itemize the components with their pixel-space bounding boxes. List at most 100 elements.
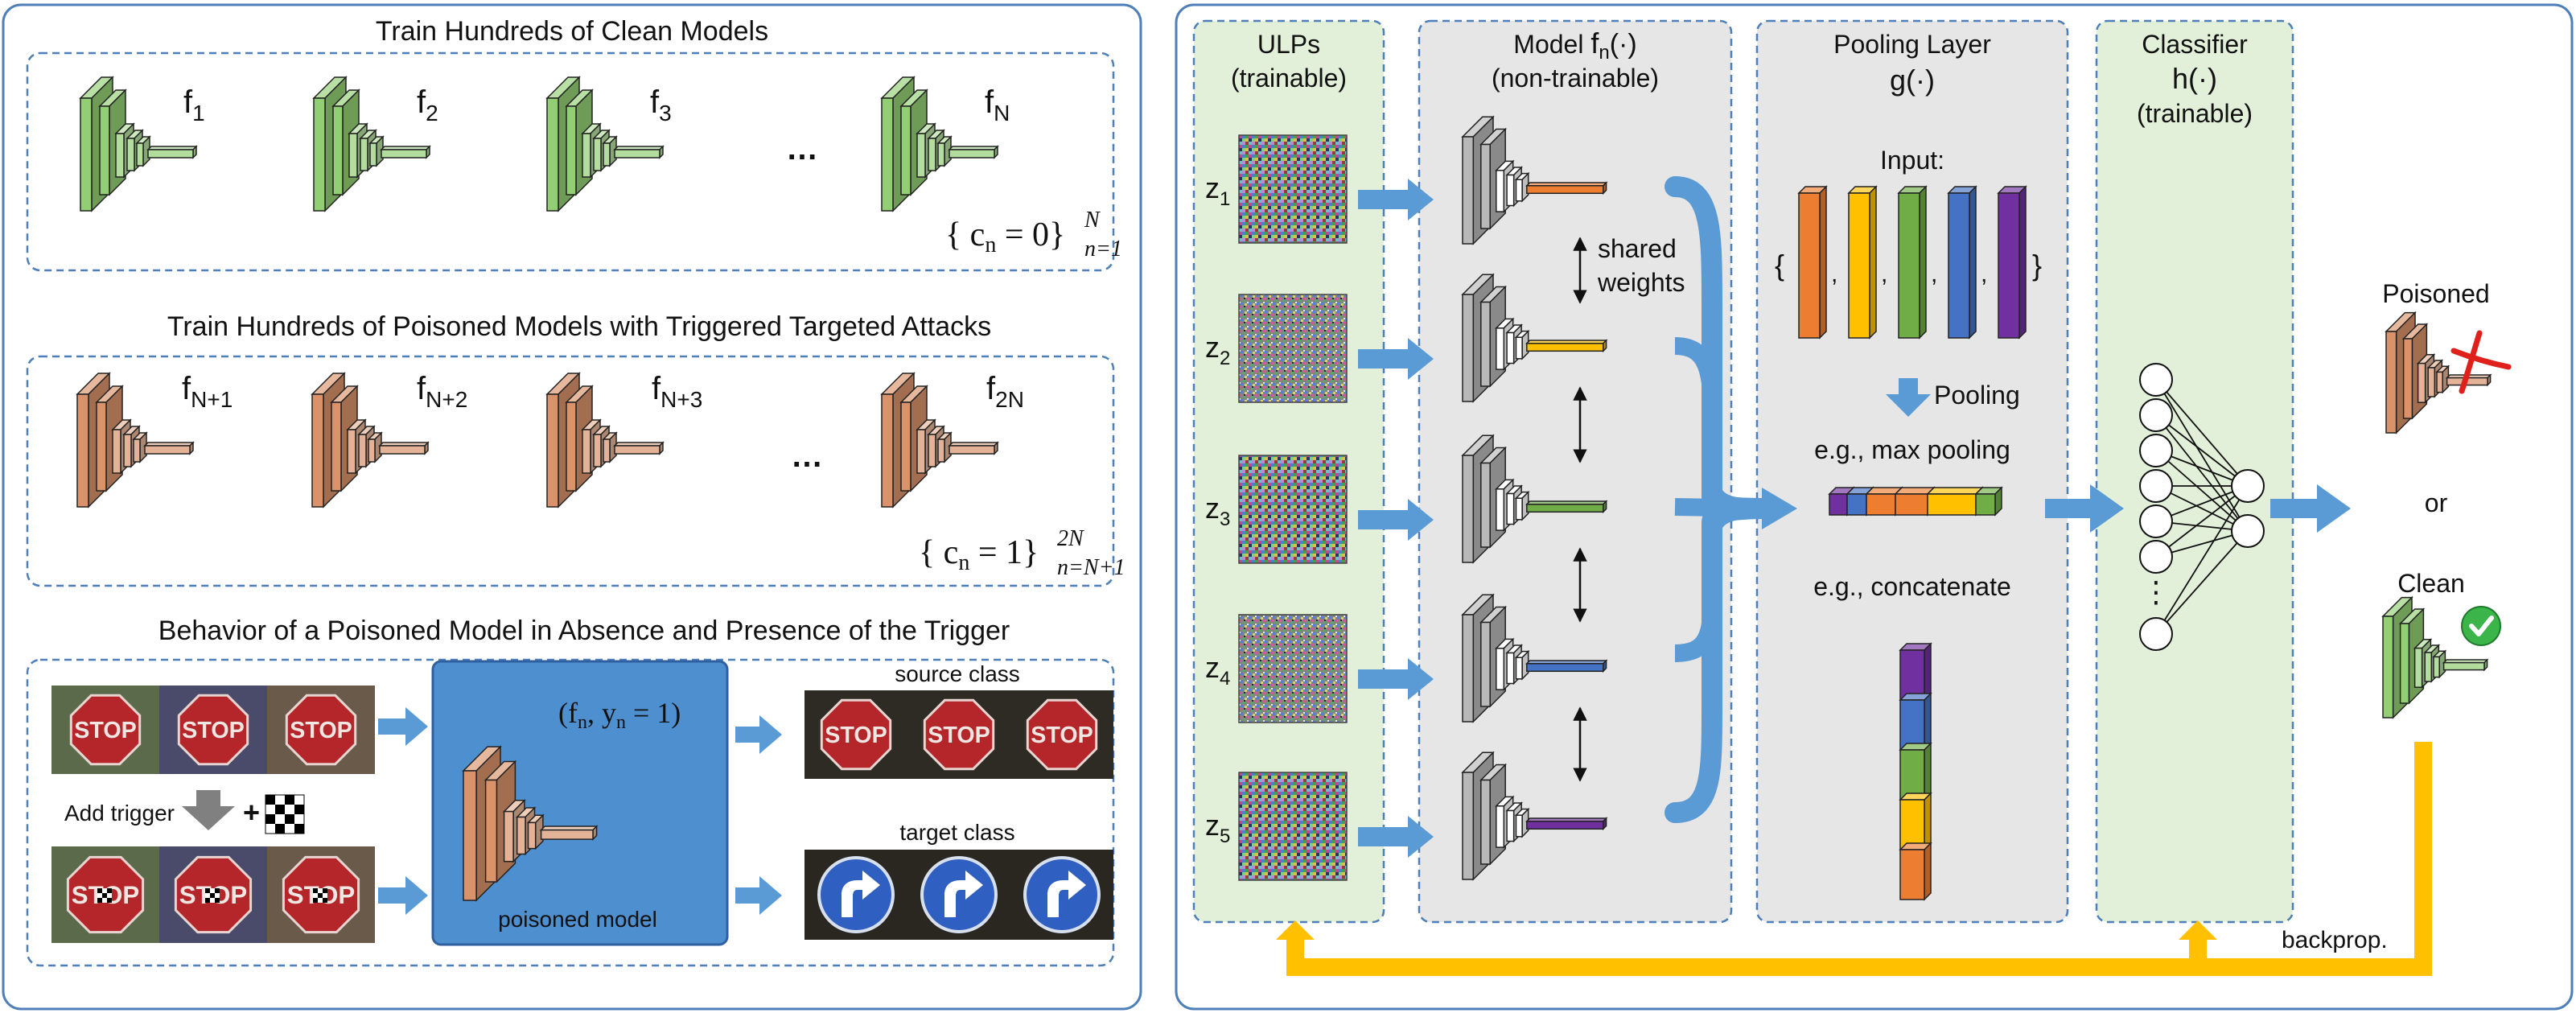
nn-edge-1-1 bbox=[2155, 379, 2249, 487]
nn-output-node-2 bbox=[2231, 514, 2265, 548]
classifier-h-symbol: h bbox=[2172, 62, 2188, 95]
ulp-sub-4: 4 bbox=[1220, 668, 1230, 690]
clean-model-4-output bbox=[948, 145, 999, 159]
poisoned-model-2-layer-5 bbox=[367, 431, 383, 463]
output-poisoned-cnn bbox=[2385, 311, 2492, 434]
source-output-image-2-sign-text: STOP bbox=[928, 723, 990, 748]
turn-right-arrow-icon-2 bbox=[944, 871, 983, 917]
concat-segment-1 bbox=[1899, 642, 1932, 702]
clean-model-sub-3: 3 bbox=[659, 101, 672, 126]
concat-bar bbox=[1899, 642, 1932, 901]
classifier-title: Classifier bbox=[2142, 30, 2248, 59]
clean-model-label-3: f3 bbox=[650, 84, 672, 126]
trigger-pattern bbox=[265, 794, 305, 834]
clean-stop-image-2-sign: STOP bbox=[177, 694, 249, 766]
behavior-poisoned-cnn bbox=[462, 745, 599, 902]
concat-segment-2 bbox=[1899, 692, 1932, 751]
clean-model-2-layer-5 bbox=[368, 135, 385, 167]
backprop-path bbox=[1286, 742, 2432, 976]
clean-model-sub-2: 2 bbox=[426, 101, 438, 126]
arrow-clean-input bbox=[378, 707, 428, 746]
poisoned-model-sub-4: 2N bbox=[995, 387, 1024, 412]
ulp-sub-2: 2 bbox=[1220, 348, 1230, 369]
clean-model-1 bbox=[79, 76, 198, 212]
pooling-column bbox=[1755, 19, 2069, 924]
nn-input-node-3 bbox=[2139, 434, 2173, 467]
model-copy-1-layer-5 bbox=[1514, 171, 1530, 203]
poisoned-label-lower: n=N+1 bbox=[1057, 555, 1125, 580]
clean-ellipsis: … bbox=[786, 131, 818, 167]
target-output-image-3 bbox=[1010, 850, 1113, 940]
poisoned-model-1-output bbox=[143, 441, 195, 455]
pooling-input-label: Input: bbox=[1880, 146, 1944, 175]
clean-model-f-1: f bbox=[183, 84, 193, 120]
clean-model-label-4: fN bbox=[985, 84, 1010, 126]
model-copy-5 bbox=[1461, 751, 1608, 881]
add-trigger-arrow bbox=[182, 790, 235, 830]
ulp-label-4: z4 bbox=[1205, 651, 1230, 690]
classifier-network bbox=[2139, 363, 2265, 651]
pool-comma-4: , bbox=[1981, 261, 1987, 287]
model-copy-2-layer-5 bbox=[1514, 329, 1530, 360]
nn-edge-3-2 bbox=[2155, 450, 2249, 532]
clean-label-var: c bbox=[970, 216, 986, 253]
backprop-arrowhead-ulp bbox=[1276, 920, 1315, 940]
ulp-sub-1: 1 bbox=[1220, 188, 1230, 210]
pooling-title: Pooling Layer bbox=[1833, 30, 1991, 59]
output-poisoned-cnn-layer-5 bbox=[2435, 364, 2450, 394]
output-poisoned-label: Poisoned bbox=[2382, 279, 2489, 308]
poisoned-model-sub-2: N+2 bbox=[426, 387, 467, 412]
triggered-stop-image-3-sign: STOP bbox=[282, 855, 360, 934]
nn-edge-6-1 bbox=[2155, 485, 2249, 558]
output-clean-cnn-layer-5 bbox=[2432, 649, 2447, 679]
pool-input-bar-4 bbox=[1947, 185, 1977, 340]
nn-input-node-2 bbox=[2139, 398, 2173, 432]
ulp-to-model-arrows bbox=[1358, 179, 1434, 858]
triggered-stop-image-3-sign-trigger-patch bbox=[313, 888, 327, 903]
model-title-text: Model bbox=[1513, 30, 1590, 59]
pooling-g-symbol: g bbox=[1890, 64, 1906, 97]
output-clean-cnn bbox=[2381, 595, 2489, 719]
clean-stop-image-1: STOP bbox=[51, 686, 159, 774]
clean-label-eq: = 0} bbox=[996, 216, 1065, 253]
clean-model-4 bbox=[880, 76, 999, 212]
poisoned-label-var: c bbox=[944, 534, 959, 571]
clean-label-sub: n bbox=[985, 233, 996, 257]
clean-stop-image-1-sign: STOP bbox=[69, 694, 142, 766]
backprop-arrowhead-classifier bbox=[2179, 920, 2217, 940]
poisoned-model-box bbox=[431, 660, 729, 946]
arrow-to-source bbox=[735, 715, 782, 754]
poisoned-model-sub-3: N+3 bbox=[660, 387, 702, 412]
pml-y: y bbox=[602, 697, 616, 729]
triggered-stop-image-3: STOP bbox=[267, 846, 375, 943]
pool-input-bar-5 bbox=[1997, 185, 2027, 340]
ulp-arrow-1 bbox=[1358, 179, 1434, 220]
clean-model-2 bbox=[312, 76, 431, 212]
classifier-dots: ⋮ bbox=[2142, 575, 2171, 608]
poisoned-model-3 bbox=[545, 372, 665, 508]
ulp-label-1: z1 bbox=[1205, 171, 1230, 210]
ulp-label-3: z3 bbox=[1205, 492, 1230, 530]
behavior-poisoned-cnn-layer-2 bbox=[484, 760, 517, 883]
pool-comma-1: , bbox=[1831, 261, 1837, 287]
source-class-label: source class bbox=[895, 661, 1020, 686]
clean-label-sup: N bbox=[1084, 208, 1101, 233]
max-pooling-label: e.g., max pooling bbox=[1814, 435, 2010, 464]
ulp-arrow-3 bbox=[1358, 499, 1434, 541]
behavior-section-title: Behavior of a Poisoned Model in Absence … bbox=[158, 616, 1010, 646]
nn-edge-7-1 bbox=[2155, 485, 2249, 635]
ulp-arrow-5 bbox=[1358, 816, 1434, 858]
nn-input-node-6 bbox=[2139, 540, 2173, 574]
ulp-2: z2 bbox=[1205, 294, 1348, 403]
model-copy-3-layer-5 bbox=[1514, 490, 1530, 521]
max-pooled-bar bbox=[1828, 486, 2003, 517]
nn-input-node-7 bbox=[2139, 617, 2173, 651]
poisoned-label-sub: n bbox=[958, 550, 969, 575]
ulp-arrow-2 bbox=[1358, 338, 1434, 380]
model-copy-3-output bbox=[1525, 500, 1608, 514]
poisoned-ellipsis: … bbox=[791, 439, 823, 474]
pool-comma-3: , bbox=[1931, 261, 1937, 287]
source-output-image-1: STOP bbox=[804, 690, 907, 779]
